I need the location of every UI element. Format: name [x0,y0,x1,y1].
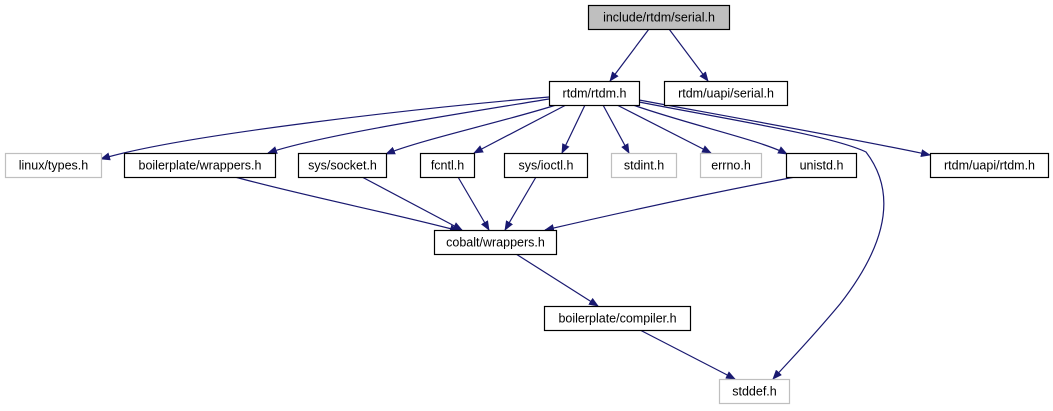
node-label: fcntl.h [431,159,464,173]
edge-rtdm-to-stddef [638,101,885,380]
node-box [699,152,763,179]
node-box [503,152,589,179]
node-box [929,152,1050,179]
edge-arrow [457,176,490,231]
edge-arrow [385,104,557,155]
edge-arrow [544,176,796,232]
node-serial[interactable]: include/rtdm/serial.h [587,4,731,31]
node-sys-socket[interactable]: sys/socket.h [297,152,388,179]
edge-arrow [361,176,463,231]
node-cobalt-wrappers[interactable]: cobalt/wrappers.h [433,229,558,256]
edge-rtdm-to-sys_socket [385,104,557,155]
node-box [419,152,476,179]
edge-arrow [639,329,736,380]
node-errno: errno.h [699,152,763,179]
node-label: errno.h [711,159,751,173]
node-bp-compiler[interactable]: boilerplate/compiler.h [543,305,692,332]
node-box [548,80,641,107]
edge-serial-to-rtdm [609,28,650,82]
node-box [433,229,558,256]
node-label: stddef.h [732,385,777,399]
node-box [663,80,789,107]
edge-serial-to-uapi_serial [668,28,709,82]
node-label: boilerplate/wrappers.h [139,159,262,173]
edge-fcntl-to-cobalt_wrappers [457,176,490,231]
edge-arrow [515,253,599,307]
edge-sys_socket-to-cobalt_wrappers [361,176,463,231]
node-label: linux/types.h [19,159,89,173]
node-linux-types: linux/types.h [4,152,103,179]
edge-arrow [561,104,586,154]
node-label: unistd.h [800,159,844,173]
edge-arrow [504,176,537,231]
edge-arrow [609,28,650,82]
nodes-layer: include/rtdm/serial.h rtdm/rtdm.h rtdm/uap… [4,4,1050,405]
edge-arrow [638,99,931,158]
node-label: sys/socket.h [308,159,377,173]
node-label: boilerplate/compiler.h [558,312,676,326]
node-box [785,152,858,179]
edge-arrow [632,104,788,155]
node-box [4,152,103,179]
node-stdint: stdint.h [610,152,678,179]
node-label: sys/ioctl.h [519,159,574,173]
edge-rtdm-to-unistd [632,104,788,155]
node-box [123,152,277,179]
node-label: include/rtdm/serial.h [603,11,715,25]
edge-bp_wrappers-to-cobalt_wrappers [234,176,460,233]
node-stddef: stddef.h [718,378,791,405]
edge-sys_ioctl-to-cobalt_wrappers [504,176,537,231]
edge-rtdm-to-errno [616,104,712,154]
edge-arrow [668,28,709,82]
node-label: rtdm/rtdm.h [563,87,627,101]
edge-rtdm-to-stdint [602,104,630,154]
edge-rtdm-to-linux_types [100,96,550,161]
edge-rtdm-to-bp_wrappers [267,98,550,154]
node-box [587,4,731,31]
node-label: rtdm/uapi/rtdm.h [944,159,1035,173]
node-box [718,378,791,405]
edge-arrow [602,104,630,154]
node-unistd[interactable]: unistd.h [785,152,858,179]
edge-unistd-to-cobalt_wrappers [544,176,796,232]
edge-rtdm-to-sys_ioctl [561,104,586,154]
node-uapi-rtdm[interactable]: rtdm/uapi/rtdm.h [929,152,1050,179]
edge-bp_compiler-to-stddef [639,329,736,380]
node-label: cobalt/wrappers.h [446,236,545,250]
edges-layer [100,28,931,380]
edge-arrow [234,176,460,233]
node-box [610,152,678,179]
edge-arrow [616,104,712,154]
node-rtdm[interactable]: rtdm/rtdm.h [548,80,641,107]
node-uapi-serial[interactable]: rtdm/uapi/serial.h [663,80,789,107]
edge-arrow [267,98,550,154]
edge-arrow [100,96,550,161]
node-sys-ioctl[interactable]: sys/ioctl.h [503,152,589,179]
node-box [297,152,388,179]
node-fcntl[interactable]: fcntl.h [419,152,476,179]
edge-cobalt_wrappers-to-bp_compiler [515,253,599,307]
node-box [543,305,692,332]
node-label: stdint.h [624,159,664,173]
edge-arrow [473,104,567,154]
edge-rtdm-to-fcntl [473,104,567,154]
edge-rtdm-to-uapi_rtdm [638,99,931,158]
node-bp-wrappers[interactable]: boilerplate/wrappers.h [123,152,277,179]
edge-arrow [638,101,885,380]
node-label: rtdm/uapi/serial.h [678,87,774,101]
